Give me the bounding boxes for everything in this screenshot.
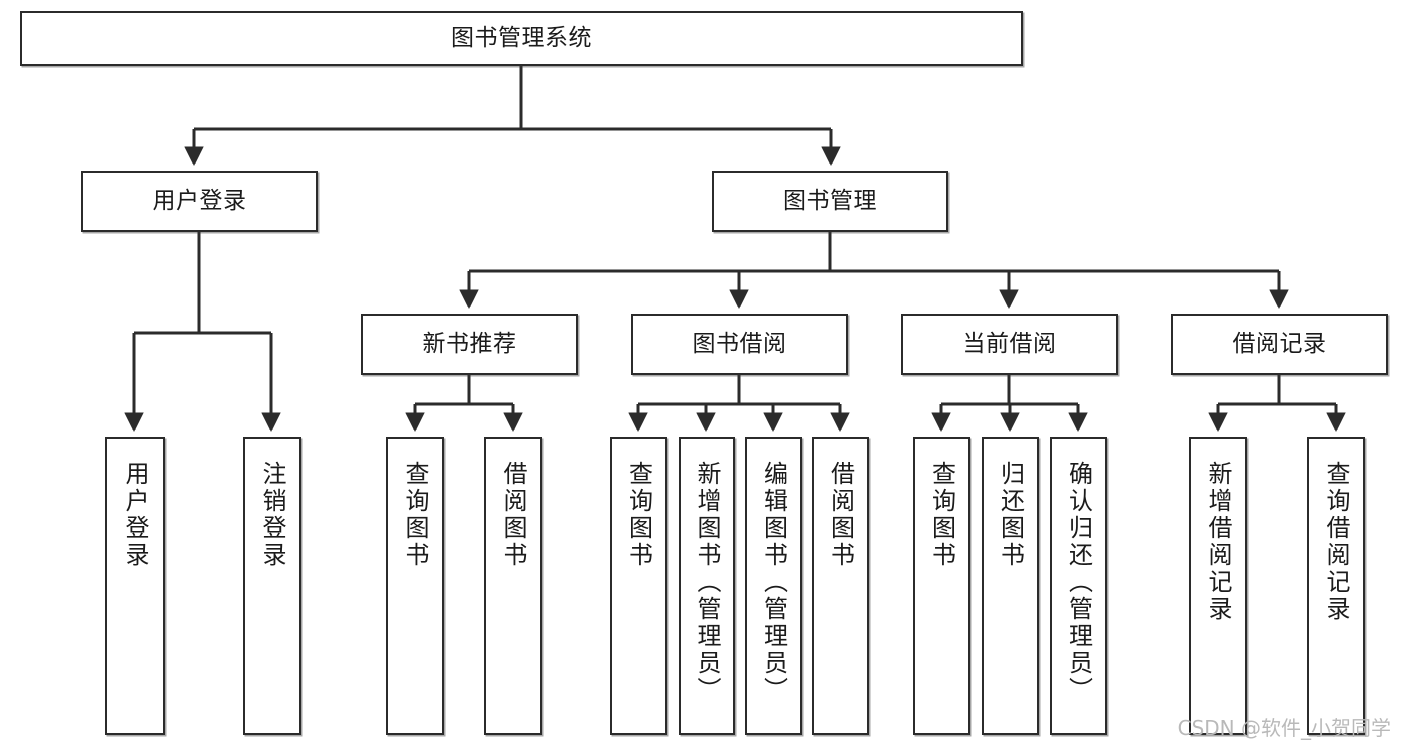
leaf-node[interactable]: 归还图书 [982,437,1039,735]
leaf-node-label: 借阅图书 [499,461,527,569]
node-book-management-label: 图书管理 [783,188,877,215]
leaf-node-label: 查询图书 [401,461,429,569]
leaf-node[interactable]: 新增图书（管理员） [679,437,735,735]
leaf-node-label: 查询借阅记录 [1322,461,1350,623]
leaf-node[interactable]: 用户登录 [105,437,165,735]
leaf-node-label: 新增图书（管理员） [693,461,721,704]
leaf-node-label: 归还图书 [996,461,1025,569]
leaf-node-label: 注销登录 [258,461,286,569]
node-root-label: 图书管理系统 [451,25,592,52]
node-borrow-record-label: 借阅记录 [1232,331,1327,358]
leaf-node[interactable]: 借阅图书 [812,437,869,735]
node-root-system[interactable]: 图书管理系统 [20,11,1023,66]
leaf-node[interactable]: 查询图书 [610,437,667,735]
leaf-node[interactable]: 借阅图书 [484,437,542,735]
leaf-node-label: 查询图书 [927,461,956,569]
leaf-node[interactable]: 确认归还（管理员） [1050,437,1107,735]
leaf-node[interactable]: 查询图书 [386,437,444,735]
leaf-node[interactable]: 查询借阅记录 [1307,437,1365,735]
node-new-book-recommend-label: 新书推荐 [422,331,517,358]
leaf-node-label: 确认归还（管理员） [1064,461,1093,704]
leaf-node[interactable]: 查询图书 [913,437,970,735]
leaf-node-label: 用户登录 [121,461,149,569]
leaf-node[interactable]: 编辑图书（管理员） [745,437,802,735]
node-current-borrow-label: 当前借阅 [962,331,1057,358]
node-current-borrow[interactable]: 当前借阅 [901,314,1118,375]
node-book-management[interactable]: 图书管理 [712,171,948,232]
leaf-node[interactable]: 新增借阅记录 [1189,437,1247,735]
leaf-node-label: 新增借阅记录 [1204,461,1232,623]
node-book-borrow-label: 图书借阅 [692,331,787,358]
node-user-login[interactable]: 用户登录 [81,171,318,232]
leaf-node-label: 查询图书 [624,461,653,569]
leaf-node-label: 编辑图书（管理员） [759,461,788,704]
node-book-borrow[interactable]: 图书借阅 [631,314,848,375]
leaf-node-label: 借阅图书 [826,461,855,569]
node-user-login-label: 用户登录 [152,188,247,215]
leaf-node[interactable]: 注销登录 [243,437,301,735]
node-new-book-recommend[interactable]: 新书推荐 [361,314,578,375]
node-borrow-record[interactable]: 借阅记录 [1171,314,1388,375]
